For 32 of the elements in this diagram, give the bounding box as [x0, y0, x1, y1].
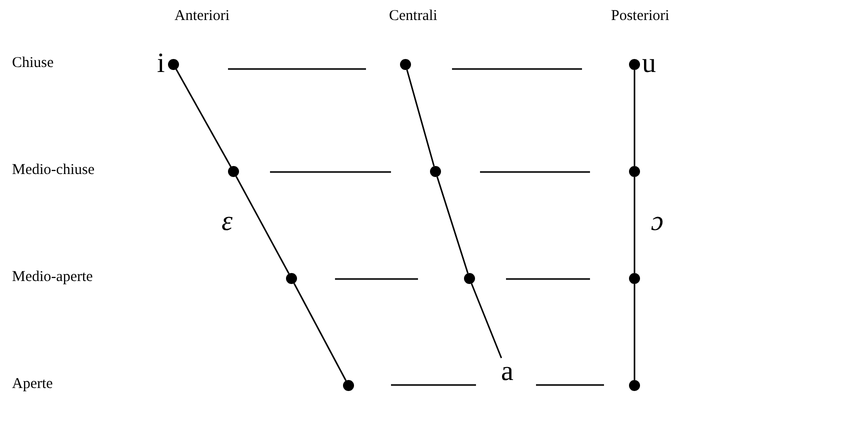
vowel-dot [168, 58, 178, 70]
row-heading: Medio-chiuse [12, 162, 94, 178]
trapezoid-line [634, 70, 636, 166]
trapezoid-line [436, 176, 469, 274]
trapezoid-line [470, 283, 502, 358]
vowel-dot [628, 380, 640, 390]
trapezoid-line [406, 70, 435, 166]
trapezoid-line [634, 284, 636, 380]
vowel-dot [628, 166, 640, 176]
trapezoid-line [634, 177, 636, 273]
vowel-symbol: a [501, 358, 514, 386]
column-heading: Posteriori [611, 8, 670, 24]
vowel-dot [464, 272, 474, 284]
vowel-symbol: ε [222, 208, 233, 236]
vowel-symbol: i [157, 50, 165, 78]
vowel-symbol: ɔ [651, 208, 664, 236]
trapezoid-line [176, 68, 232, 168]
vowel-symbol: u [642, 50, 656, 78]
vowel-dot [628, 58, 640, 70]
column-heading: Centrali [389, 8, 438, 24]
vowel-dot [400, 58, 410, 70]
trapezoid-line [293, 283, 347, 381]
vowel-dot [430, 166, 440, 176]
vowel-dot [342, 380, 354, 390]
vowel-dot [286, 272, 296, 284]
vowel-dot [628, 272, 640, 284]
row-heading: Chiuse [12, 56, 54, 70]
column-heading: Anteriori [174, 8, 230, 24]
trapezoid-line [235, 176, 290, 274]
row-heading: Medio-aperte [12, 270, 93, 284]
row-heading: Aperte [12, 376, 53, 392]
vowel-dot [228, 166, 238, 176]
